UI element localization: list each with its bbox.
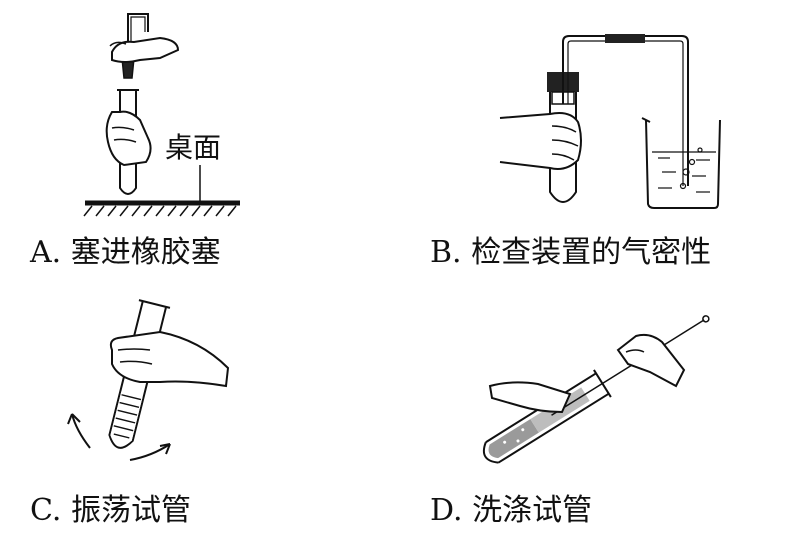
caption-b: B. 检查装置的气密性 bbox=[430, 236, 711, 270]
caption-b-text: 检查装置的气密性 bbox=[471, 235, 712, 270]
panel-d: D. 洗涤试管 bbox=[400, 290, 804, 541]
desk-label: 桌面 bbox=[165, 131, 222, 164]
panel-c: C. 振荡试管 bbox=[0, 290, 400, 541]
caption-c-letter: C. bbox=[30, 493, 62, 528]
caption-a-text: 塞进橡胶塞 bbox=[70, 235, 221, 270]
airtightness-check-icon bbox=[400, 34, 804, 230]
panel-b: B. 检查装置的气密性 bbox=[400, 0, 804, 290]
caption-d: D. 洗涤试管 bbox=[430, 494, 592, 528]
brushing-test-tube-icon bbox=[400, 290, 804, 490]
caption-c: C. 振荡试管 bbox=[30, 494, 191, 528]
caption-c-text: 振荡试管 bbox=[70, 493, 191, 528]
caption-d-letter: D. bbox=[430, 493, 463, 528]
caption-a: A. 塞进橡胶塞 bbox=[30, 236, 221, 270]
shaking-test-tube-icon bbox=[0, 290, 400, 490]
caption-d-text: 洗涤试管 bbox=[472, 493, 593, 528]
caption-b-letter: B. bbox=[430, 235, 462, 270]
stopper-insertion-icon bbox=[0, 0, 400, 230]
caption-a-letter: A. bbox=[30, 235, 62, 270]
panel-a: 桌面 A. 塞进橡胶塞 bbox=[0, 0, 400, 290]
